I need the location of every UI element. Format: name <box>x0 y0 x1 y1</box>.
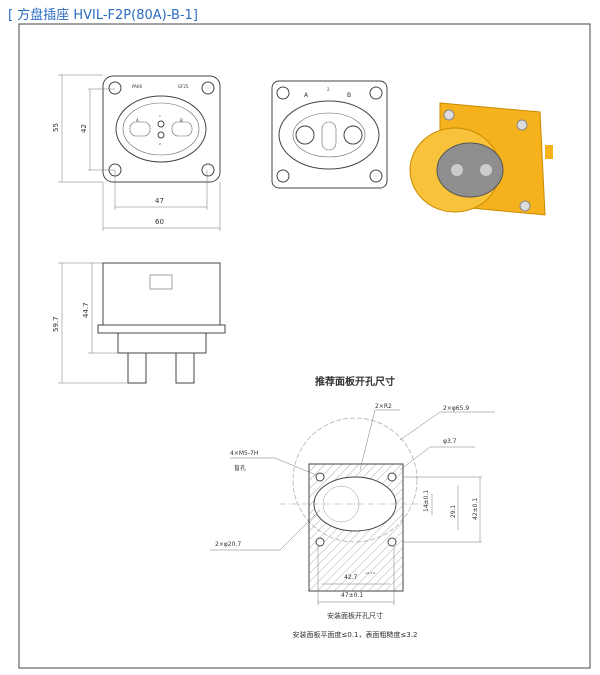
dim-59-7: 59.7 <box>52 316 60 332</box>
dim-60: 60 <box>155 218 164 226</box>
dim-47: 47 <box>155 197 164 205</box>
dim-29-1: 29.1 <box>450 504 457 518</box>
label-phi65-9: 2×φ65.9 <box>443 405 469 412</box>
dim-55: 55 <box>52 123 60 132</box>
label-2xr2: 2×R2 <box>375 403 392 410</box>
back-view: A B 2 <box>271 80 388 189</box>
panel-cutout-drawing: 推荐面板开孔尺寸 2×R2 2×φ65.9 φ3.7 4×M5-7H 盲孔 14… <box>210 375 495 639</box>
material-label: GF25 <box>178 84 189 89</box>
label-m5-thread: 4×M5-7H <box>230 450 258 457</box>
dim-42: 42 <box>80 124 88 133</box>
panel-caption: 安装面板开孔尺寸 <box>327 611 383 620</box>
page-title: [ 方盘插座 HVIL-F2P(80A)-B-1] <box>8 8 198 23</box>
label-phi3-7: φ3.7 <box>443 438 457 445</box>
dim-14: 14±0.1 <box>423 490 430 512</box>
pin-label: 2 <box>159 142 161 146</box>
dim-44-7: 44.7 <box>82 302 90 318</box>
connector-3d-render <box>409 102 553 216</box>
panel-note: 安装面板平面度≤0.1，表面粗糙度≤3.2 <box>293 630 418 639</box>
label-blind-hole: 盲孔 <box>234 464 246 472</box>
panel-heading: 推荐面板开孔尺寸 <box>315 375 395 388</box>
pin-label: B <box>180 118 183 123</box>
pin-label: B <box>347 92 351 99</box>
dim-42-7: 42.7 <box>344 574 358 581</box>
tolerance: +0.1 0 <box>365 571 375 575</box>
material-label: PA66 <box>132 84 142 89</box>
label-phi20-7: 2×φ20.7 <box>215 541 241 548</box>
dim-42: 42±0.1 <box>472 498 479 520</box>
pin-label: 2 <box>327 87 330 92</box>
pin-label: 1 <box>159 114 161 118</box>
pin-label: A <box>304 92 309 99</box>
dim-47: 47±0.1 <box>341 592 363 599</box>
front-view: PA66 GF25 A B 1 2 55 42 47 60 <box>52 74 221 231</box>
pin-label: A <box>136 118 139 123</box>
side-view: 59.7 44.7 <box>52 262 226 384</box>
drawing-frame <box>18 23 591 669</box>
